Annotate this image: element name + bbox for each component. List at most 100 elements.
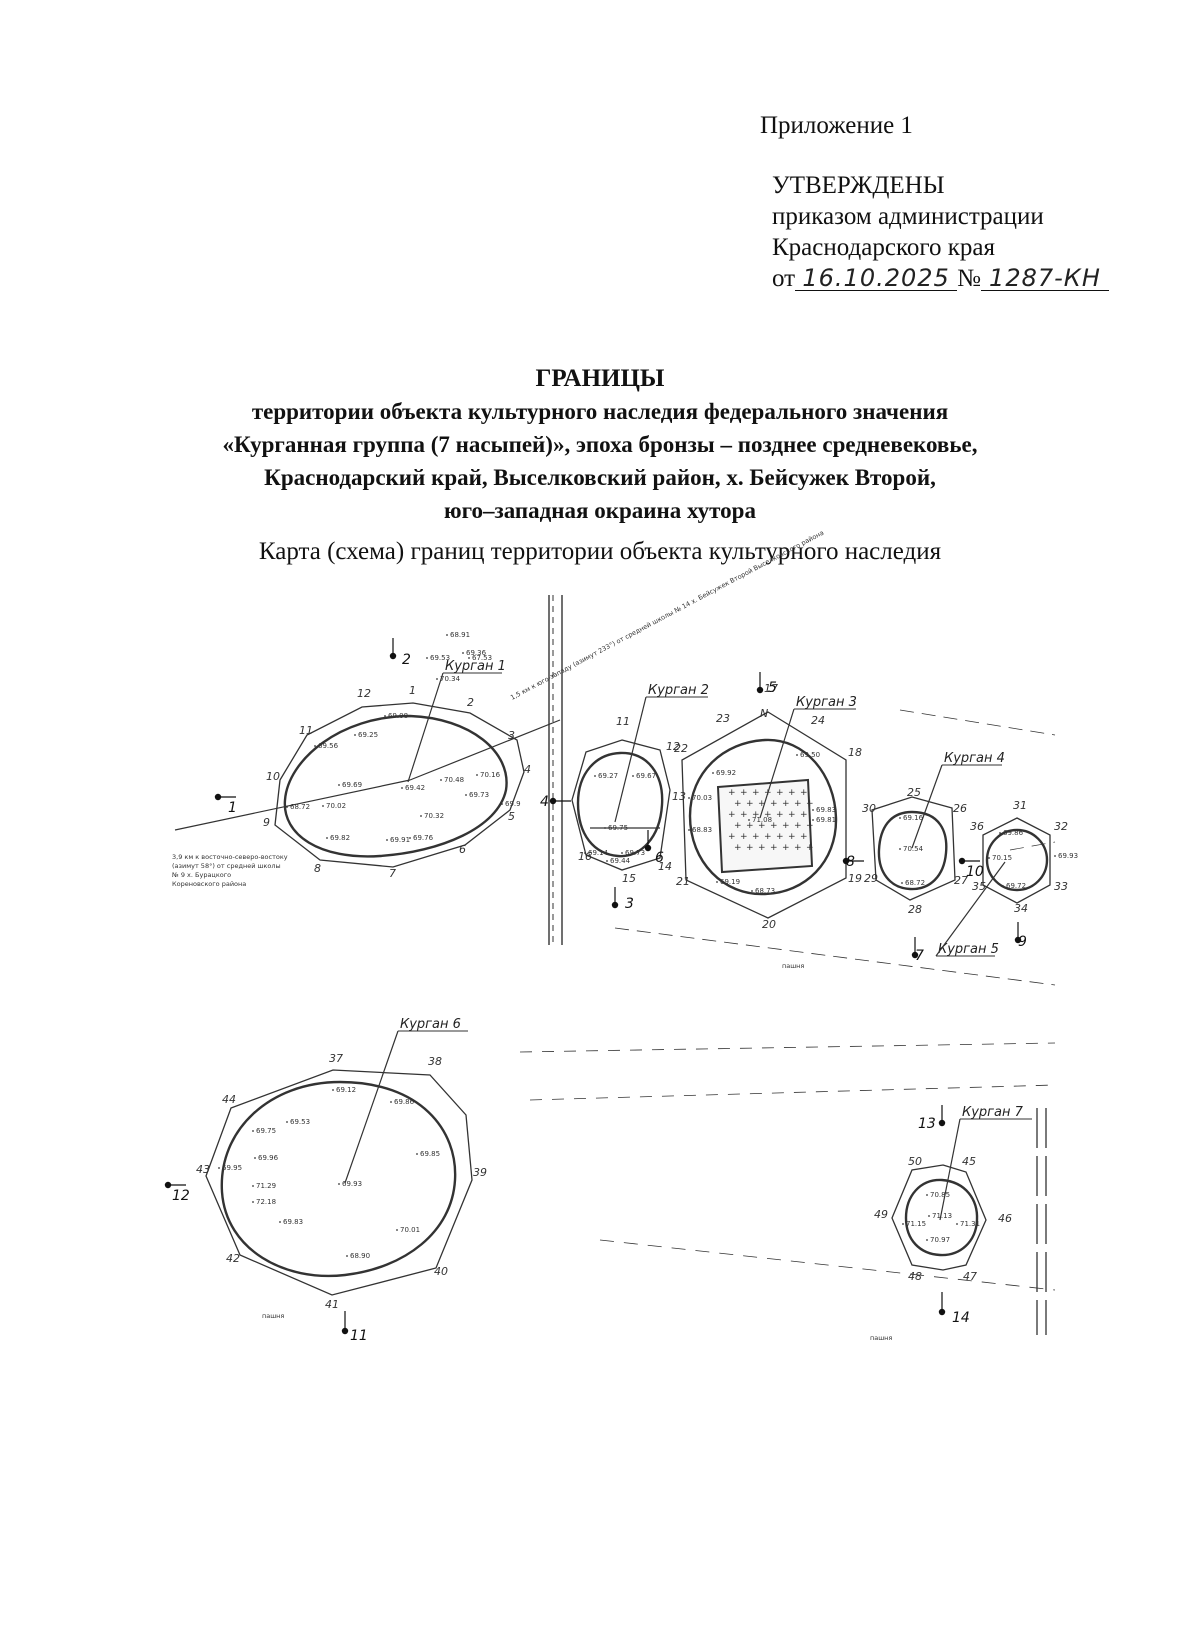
kurgan-2-mound [576, 751, 664, 858]
vertex-number: 30 [862, 802, 876, 815]
kurgan-5-leader [935, 861, 1006, 957]
kurgan-4-boundary [871, 796, 956, 901]
hatch-mark: + [752, 810, 760, 820]
hatch-mark: + [746, 799, 754, 809]
elevation-value: 69.93 [342, 1180, 362, 1188]
hatch-mark: + [806, 799, 814, 809]
elevation-dot [252, 1185, 254, 1187]
elevation-dot [338, 1183, 340, 1185]
vertex-number: 21 [676, 875, 690, 888]
hatch-mark: + [740, 788, 748, 798]
elevation-dot [594, 775, 596, 777]
vertex-number: 19 [848, 872, 862, 885]
order-line: приказом администрации [772, 203, 1044, 230]
kurgan-1-leader [407, 672, 444, 783]
reference-number-3: 3 [625, 896, 634, 912]
distance-note-line: № 9 х. Бурацкого [171, 871, 231, 879]
vertex-number: 5 [508, 810, 515, 823]
elevation-dot [796, 754, 798, 756]
vertex-number: 17 [764, 682, 778, 695]
hatch-mark: + [776, 788, 784, 798]
elevation-dot [956, 1223, 958, 1225]
elevation-value: 68.72 [290, 803, 310, 811]
title-line-1: территории объекта культурного наследия … [251, 399, 949, 424]
elevation-value: 69.72 [1006, 882, 1026, 890]
elevation-value: 69.76 [413, 834, 434, 842]
vertex-number: 6 [459, 843, 466, 856]
elevation-dot [901, 882, 903, 884]
vertex-number: 23 [716, 712, 730, 725]
vertex-number: 42 [226, 1252, 240, 1265]
elevation-value: 69.73 [625, 849, 645, 857]
kurgan-5-boundary [982, 817, 1051, 904]
elevation-dot [926, 1239, 928, 1241]
road-note: 1,5 км к юго-западу (азимут 233°) от сре… [509, 529, 825, 702]
elevation-dot [252, 1130, 254, 1132]
elevation-value: 69.53 [430, 654, 450, 662]
elevation-dot [426, 657, 428, 659]
vertex-number: 40 [434, 1265, 448, 1278]
document-title: ГРАНИЦЫ территории объекта культурного н… [0, 362, 1200, 527]
title-line-4: юго–западная окраина хутора [444, 498, 756, 523]
distance-note-line: 3,9 км к восточно-северо-востоку [172, 853, 288, 861]
kurgan-6-mound [220, 1080, 457, 1278]
elevation-value: 71.29 [256, 1182, 276, 1190]
hatch-mark: + [728, 788, 736, 798]
hatch-mark: + [776, 810, 784, 820]
hatch-mark: + [800, 810, 808, 820]
elevation-dot [928, 1215, 930, 1217]
elevation-value: 71.08 [752, 816, 772, 824]
elevation-dot [384, 715, 386, 717]
kurgan-7-boundary [891, 1164, 987, 1271]
elevation-value: 69.95 [222, 1164, 242, 1172]
elevation-dot [621, 852, 623, 854]
hatch-mark: + [806, 843, 814, 853]
elevation-dot [332, 1089, 334, 1091]
vertex-number: 41 [325, 1298, 339, 1311]
kurgan-7-mound [904, 1178, 979, 1257]
elevation-value: 70.01 [400, 1226, 420, 1234]
elevation-dot [446, 634, 448, 636]
vertex-number: 49 [874, 1208, 888, 1221]
hatch-mark: + [788, 810, 796, 820]
elevation-value: 69.73 [469, 791, 489, 799]
vertex-number: 27 [954, 874, 968, 887]
kurgan-2-leader [614, 696, 647, 823]
kurgan-1-boundary [274, 702, 525, 868]
elevation-value: 68.73 [755, 887, 775, 895]
elevation-value: 69.44 [610, 857, 631, 865]
elevation-value: 69.96 [258, 1154, 279, 1162]
vertex-number: 32 [1054, 820, 1068, 833]
kurgan-5-label: Курган 5 [938, 942, 999, 957]
north-marker: N [760, 707, 768, 720]
elevation-dot [926, 1194, 928, 1196]
elevation-value: 69.25 [358, 731, 378, 739]
reference-number-1: 1 [228, 800, 237, 816]
reference-number-13: 13 [918, 1116, 936, 1132]
from-prefix: от [772, 265, 796, 292]
elevation-value: 69.9 [505, 800, 521, 808]
hatch-mark: + [794, 821, 802, 831]
elevation-dot [462, 652, 464, 654]
hatch-mark: + [794, 843, 802, 853]
elevation-value: 69.82 [330, 834, 350, 842]
hatch-mark: + [746, 843, 754, 853]
elevation-value: 70.32 [424, 812, 444, 820]
hatch-mark: + [728, 810, 736, 820]
elevation-value: 70.48 [444, 776, 464, 784]
vertex-number: 3 [508, 729, 515, 742]
elevation-value: 69.53 [290, 1118, 310, 1126]
elevation-value: 69.91 [390, 836, 410, 844]
elevation-dot [286, 806, 288, 808]
arable-label: пашня [870, 1334, 892, 1342]
elevation-value: 68.90 [350, 1252, 370, 1260]
hatch-mark: + [770, 799, 778, 809]
elevation-dot [606, 860, 608, 862]
elevation-dot [899, 817, 901, 819]
reference-number-9: 9 [1018, 934, 1027, 950]
elevation-dot [688, 797, 690, 799]
hatch-mark: + [740, 810, 748, 820]
elevation-dot [988, 857, 990, 859]
elevation-value: 69.50 [800, 751, 820, 759]
